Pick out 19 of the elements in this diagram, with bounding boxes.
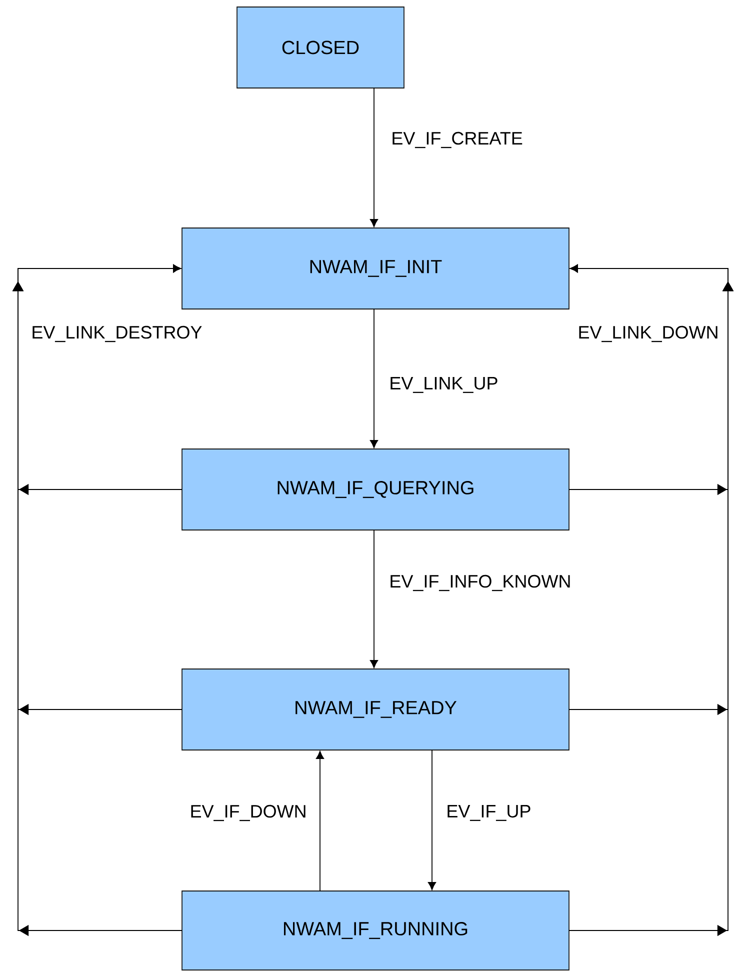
- edge-label: EV_IF_DOWN: [188, 804, 308, 822]
- state-box: CLOSED: [236, 6, 404, 88]
- state-box: NWAM_IF_READY: [182, 668, 570, 750]
- arrow: [370, 530, 378, 668]
- state-box: NWAM_IF_RUNNING: [182, 890, 570, 970]
- edge-label: EV_IF_CREATE: [390, 130, 524, 150]
- state-box: NWAM_IF_QUERYING: [182, 448, 570, 530]
- edge-label: EV_LINK_DESTROY: [30, 324, 204, 344]
- arrow: [370, 88, 378, 228]
- edge-label: EV_IF_INFO_KNOWN: [388, 574, 572, 592]
- arrow: [568, 264, 734, 936]
- edge-label: EV_IF_UP: [445, 804, 532, 822]
- arrow: [370, 308, 378, 448]
- arrow: [12, 264, 182, 936]
- edge-label: EV_LINK_DOWN: [576, 324, 720, 344]
- arrow: [428, 750, 436, 890]
- arrow: [316, 750, 324, 892]
- edge-label: EV_LINK_UP: [388, 376, 500, 394]
- state-box: NWAM_IF_INIT: [182, 228, 570, 310]
